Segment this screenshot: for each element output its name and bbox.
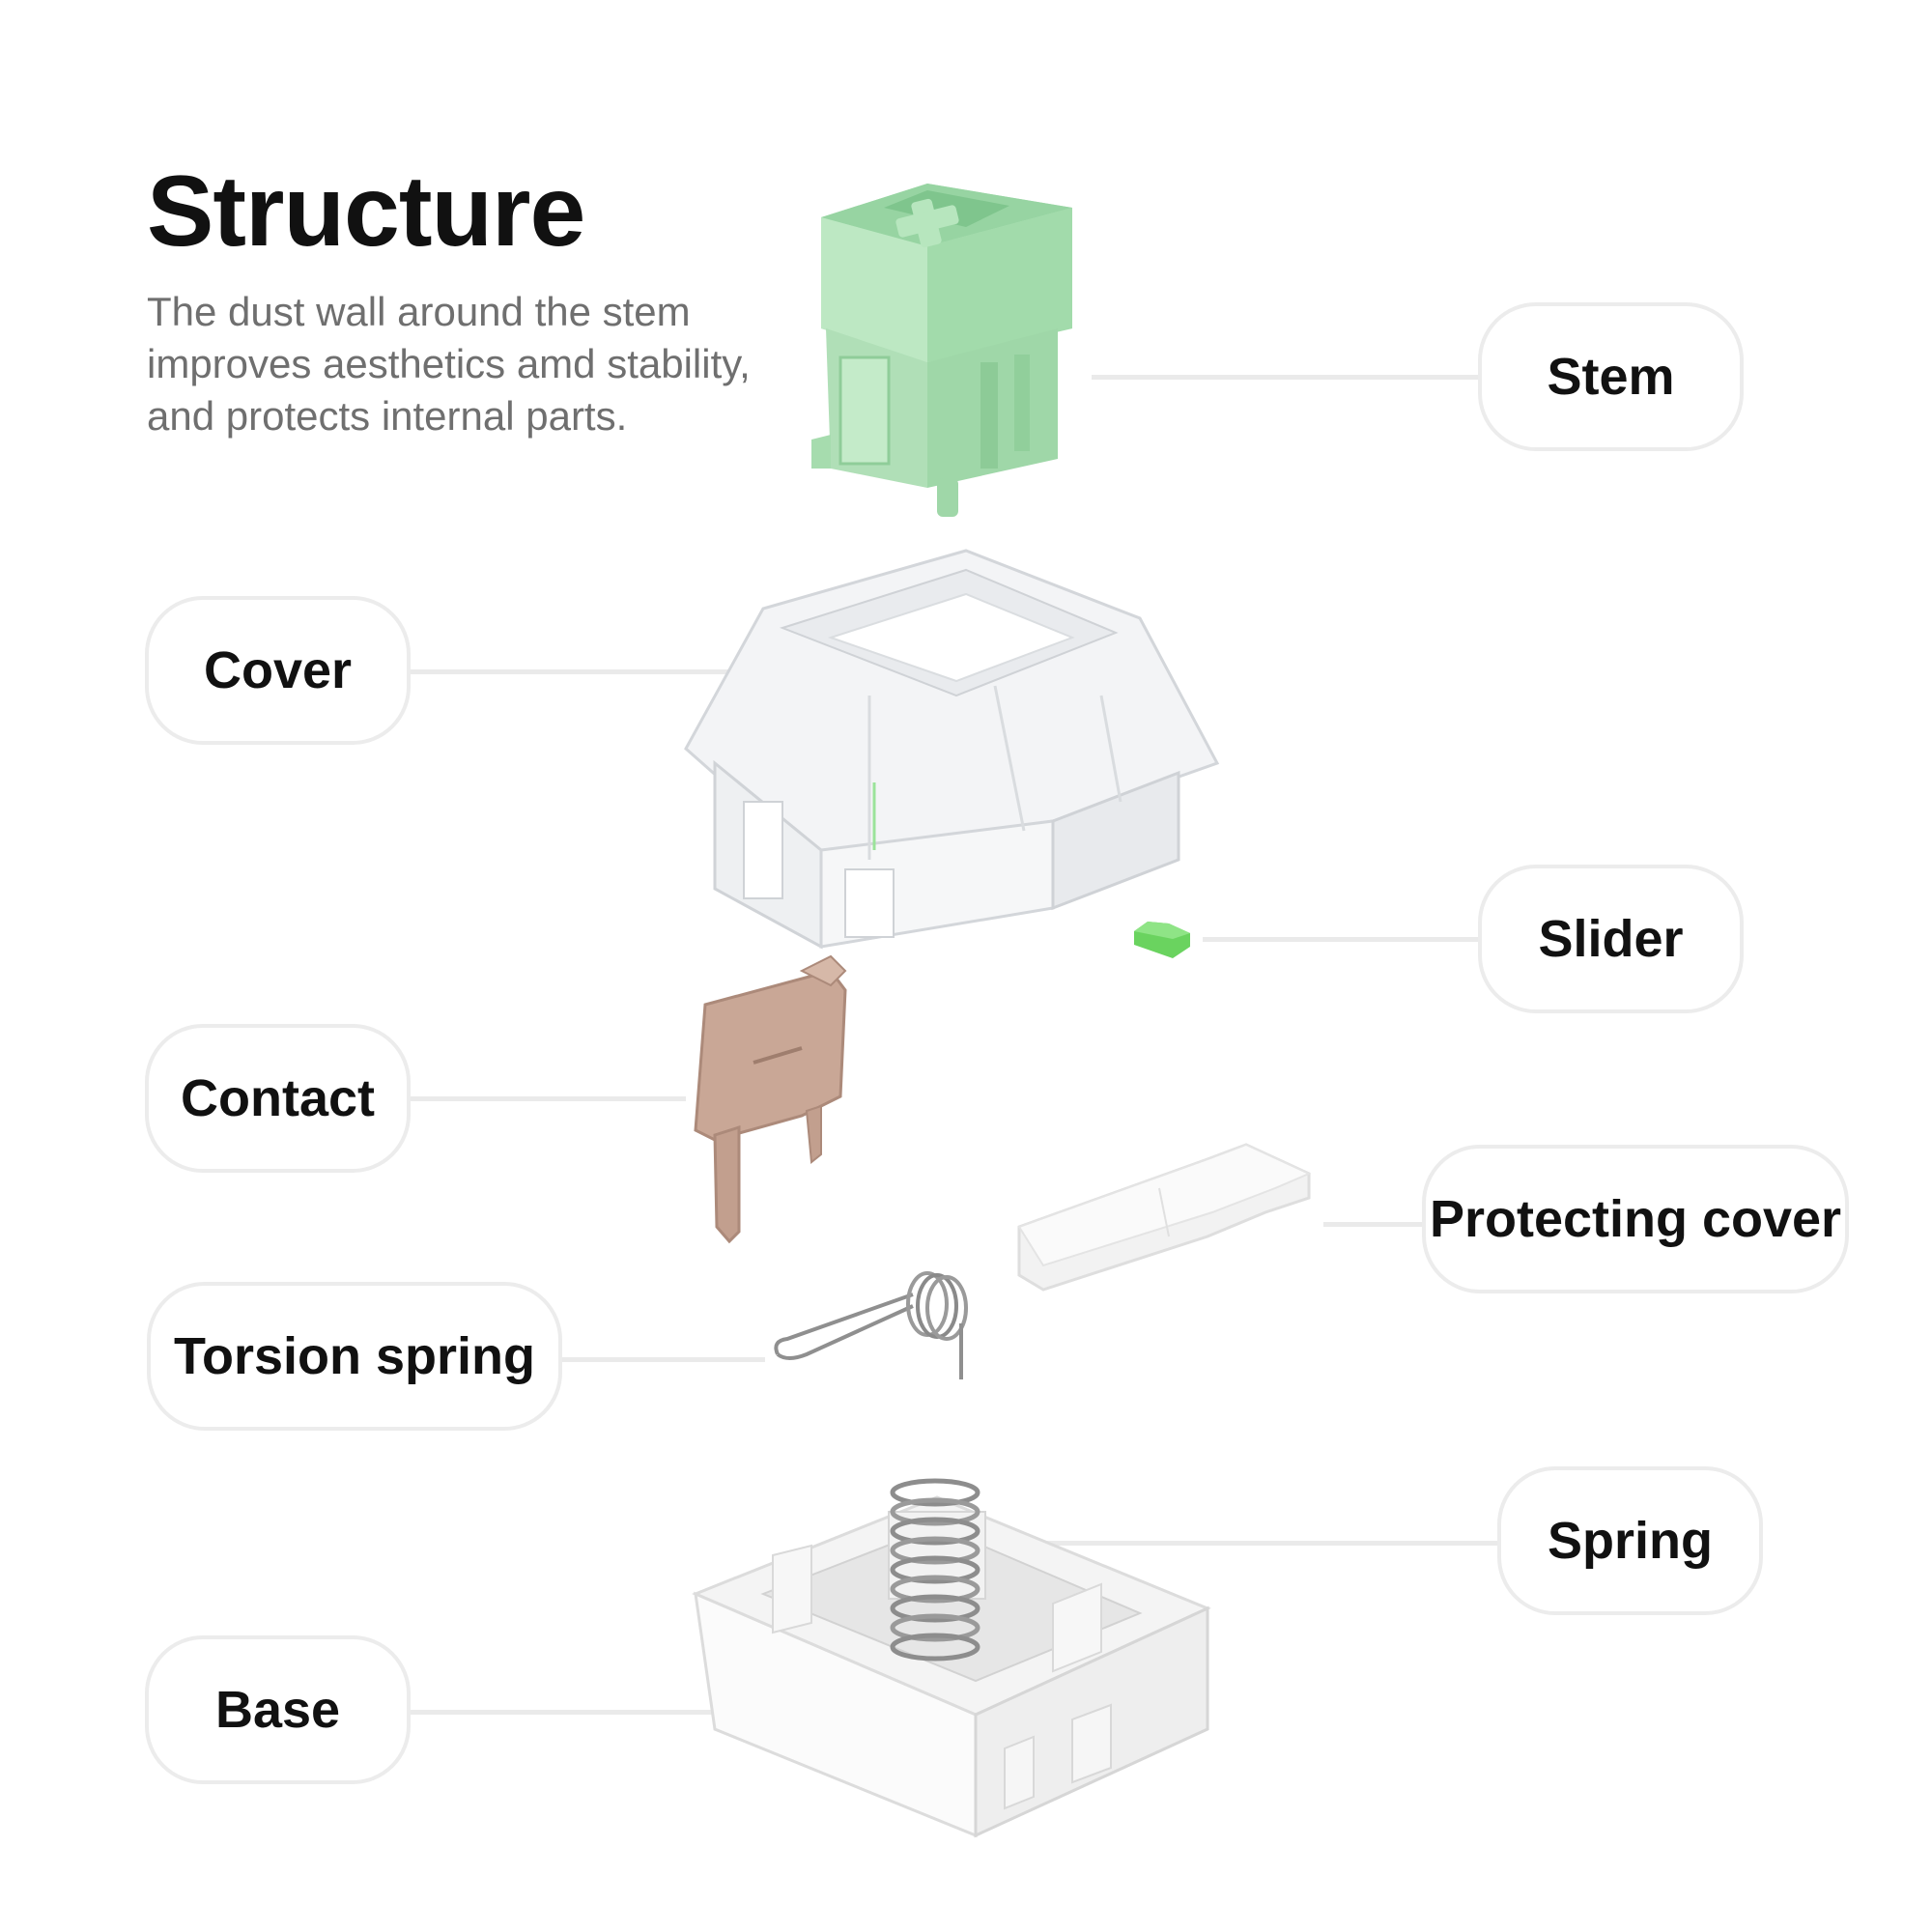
contact-label-text: Contact xyxy=(181,1069,375,1127)
torsion-spring-label: Torsion spring xyxy=(147,1282,562,1431)
stem-leader-line xyxy=(1092,375,1478,380)
torsion-spring-leader-line xyxy=(562,1357,765,1362)
cover-illustration xyxy=(684,549,1220,950)
protecting-cover-illustration xyxy=(1017,1143,1312,1292)
slider-label-text: Slider xyxy=(1538,910,1684,968)
page-title: Structure xyxy=(147,156,585,268)
page-description: The dust wall around the stem improves a… xyxy=(147,289,751,439)
contact-illustration xyxy=(694,954,847,1244)
stem-label: Stem xyxy=(1478,302,1744,451)
contact-label: Contact xyxy=(145,1024,411,1173)
spring-leader-line xyxy=(995,1541,1497,1546)
spring-label-text: Spring xyxy=(1548,1512,1713,1570)
spring-label: Spring xyxy=(1497,1466,1763,1615)
base-label: Base xyxy=(145,1635,411,1784)
torsion-spring-illustration xyxy=(774,1271,968,1379)
protecting-cover-label-text: Protecting cover xyxy=(1429,1190,1842,1248)
slider-leader-line xyxy=(1203,937,1478,942)
torsion-spring-label-text: Torsion spring xyxy=(174,1327,535,1385)
stem-illustration xyxy=(811,184,1072,517)
protecting-cover-leader-line xyxy=(1323,1222,1425,1227)
base-leader-line xyxy=(406,1710,715,1715)
base-label-text: Base xyxy=(214,1681,341,1739)
protecting-cover-label: Protecting cover xyxy=(1422,1145,1849,1293)
base-illustration xyxy=(692,1478,1211,1838)
cover-leader-line xyxy=(406,669,734,674)
slider-label: Slider xyxy=(1478,865,1744,1013)
contact-leader-line xyxy=(406,1096,686,1101)
stem-label-text: Stem xyxy=(1547,348,1675,406)
cover-label: Cover xyxy=(145,596,411,745)
cover-label-text: Cover xyxy=(203,641,353,699)
slider-illustration xyxy=(1134,922,1190,958)
